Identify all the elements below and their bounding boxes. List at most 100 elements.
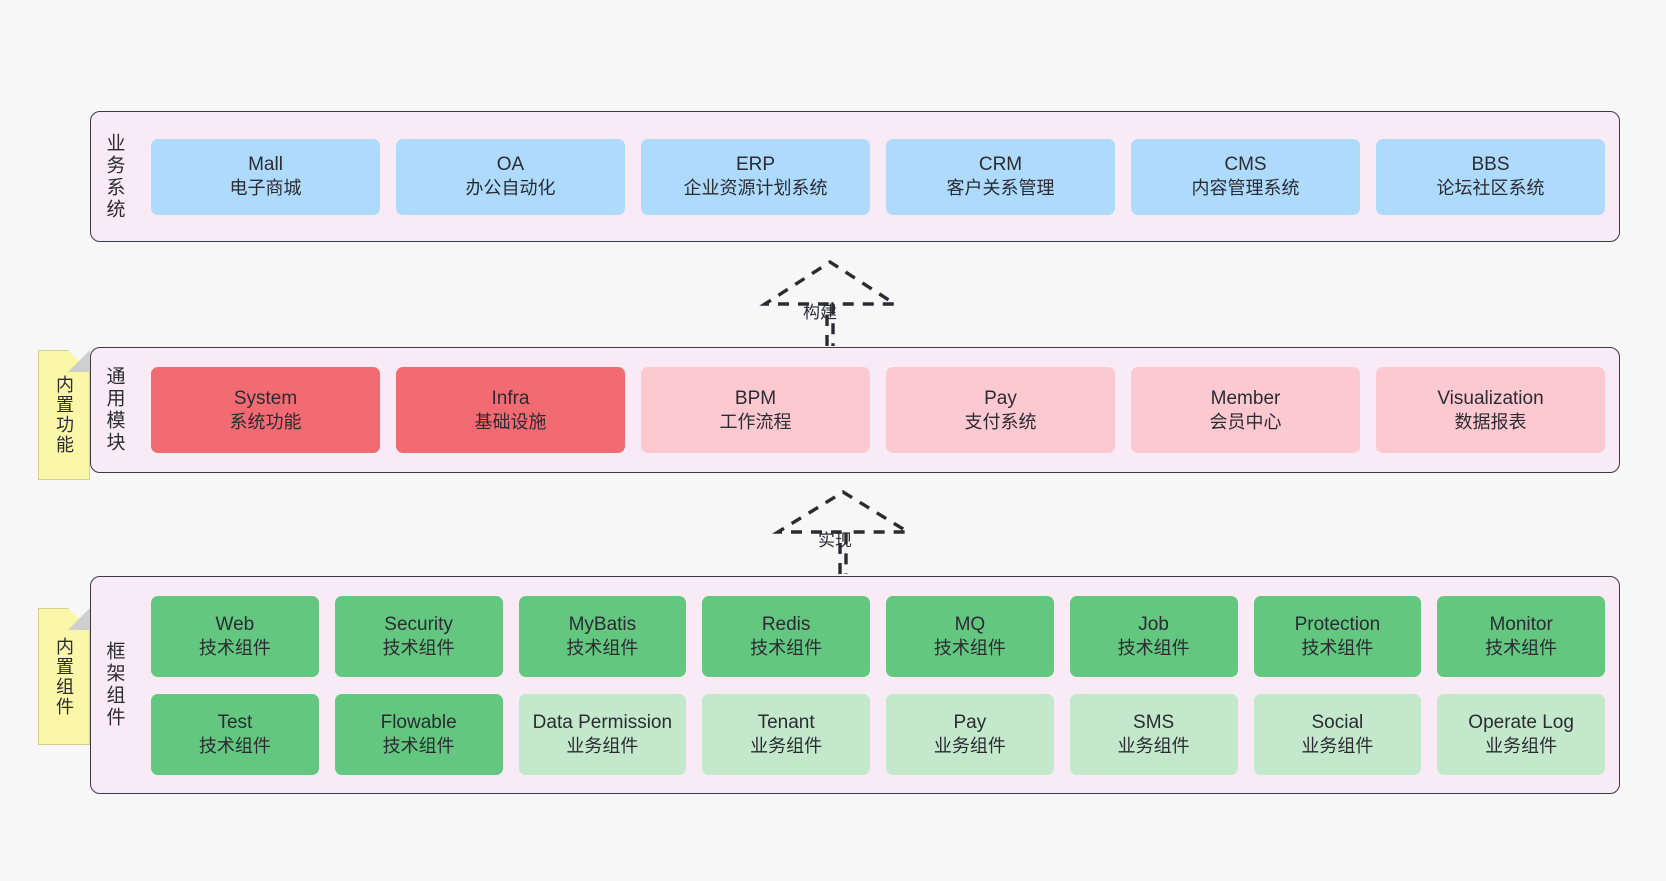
component-title: Infra [491, 387, 530, 409]
component-subtitle: 会员中心 [1209, 411, 1282, 432]
component-title: Security [384, 613, 453, 635]
note-builtin-features: 内置功能 [38, 350, 90, 480]
component-subtitle: 技术组件 [1301, 637, 1374, 658]
component-subtitle: 业务组件 [933, 735, 1006, 756]
component-subtitle: 业务组件 [1301, 735, 1374, 756]
component-title: MyBatis [568, 613, 637, 635]
component-subtitle: 内容管理系统 [1191, 178, 1300, 199]
component-title: Monitor [1489, 613, 1553, 635]
component-title: BBS [1471, 154, 1510, 176]
component-subtitle: 企业资源计划系统 [683, 178, 828, 199]
component-subtitle: 技术组件 [382, 735, 455, 756]
component-title: Web [215, 613, 255, 635]
component-title: SMS [1133, 711, 1175, 733]
component-title: CMS [1224, 154, 1267, 176]
layer-title-business-systems: 业务系统 [103, 132, 125, 221]
component-subtitle: 技术组件 [933, 637, 1006, 658]
connector-build: 构建 [755, 258, 905, 348]
component-subtitle: 技术组件 [198, 735, 271, 756]
component-title: ERP [735, 154, 776, 176]
component-subtitle: 业务组件 [750, 735, 823, 756]
component-title: Tenant [757, 711, 815, 733]
build-arrow-icon [759, 259, 901, 346]
connector-build-label: 构建 [803, 303, 837, 322]
component-subtitle: 基础设施 [474, 411, 547, 432]
component-title: OA [496, 154, 525, 176]
component-title: System [233, 387, 298, 409]
layer-title-common-modules: 通用模块 [103, 366, 125, 454]
component-title: Member [1210, 387, 1281, 409]
implement-arrow-icon [771, 490, 915, 574]
component-subtitle: 技术组件 [1117, 637, 1190, 658]
component-title: CRM [978, 154, 1023, 176]
component-subtitle: 客户关系管理 [946, 178, 1055, 199]
component-title: Mall [248, 154, 283, 176]
component-title: Flowable [380, 711, 457, 733]
component-title: MQ [954, 613, 986, 635]
connector-implement-label: 实现 [818, 531, 852, 550]
component-title: BPM [734, 387, 777, 409]
component-subtitle: 技术组件 [382, 637, 455, 658]
component-subtitle: 技术组件 [198, 637, 271, 658]
component-title: Pay [984, 387, 1017, 409]
component-subtitle: 办公自动化 [465, 178, 556, 199]
component-subtitle: 业务组件 [566, 735, 639, 756]
component-title: Job [1138, 613, 1169, 635]
note-builtin-features-label: 内置功能 [54, 375, 74, 455]
component-subtitle: 系统功能 [229, 411, 302, 432]
component-subtitle: 技术组件 [566, 637, 639, 658]
component-subtitle: 论坛社区系统 [1436, 178, 1545, 199]
component-subtitle: 电子商城 [229, 178, 302, 199]
component-subtitle: 业务组件 [1485, 735, 1558, 756]
note-builtin-components: 内置组件 [38, 608, 90, 745]
component-subtitle: 数据报表 [1454, 411, 1527, 432]
component-subtitle: 技术组件 [1485, 637, 1558, 658]
component-title: Operate Log [1468, 711, 1574, 733]
component-title: Redis [761, 613, 811, 635]
component-title: Pay [953, 711, 987, 733]
component-subtitle: 工作流程 [719, 411, 792, 432]
component-subtitle: 业务组件 [1117, 735, 1190, 756]
component-title: Test [217, 711, 253, 733]
component-title: Data Permission [532, 711, 673, 733]
layer-title-framework-components: 框架组件 [103, 641, 125, 729]
